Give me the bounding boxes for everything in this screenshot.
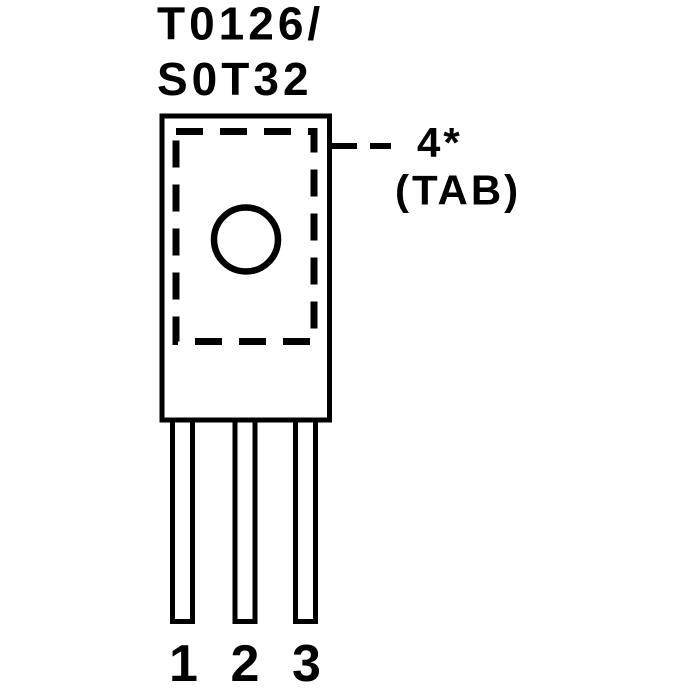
package-title-line2: S0T32 — [157, 53, 313, 105]
pin-lead-3 — [293, 407, 318, 624]
tab-callout-sublabel: (TAB) — [395, 167, 521, 214]
pin-lead-2 — [232, 407, 258, 624]
pin-number-3: 3 — [292, 635, 321, 693]
pin-lead-1 — [170, 407, 195, 624]
pin-number-2: 2 — [231, 635, 260, 693]
package-title-line1: T0126/ — [157, 0, 324, 50]
mounting-hole — [210, 204, 282, 275]
tab-callout-label: 4* — [417, 119, 463, 166]
tab-region-dashed-outline — [172, 128, 318, 345]
pin-number-1: 1 — [169, 635, 198, 693]
